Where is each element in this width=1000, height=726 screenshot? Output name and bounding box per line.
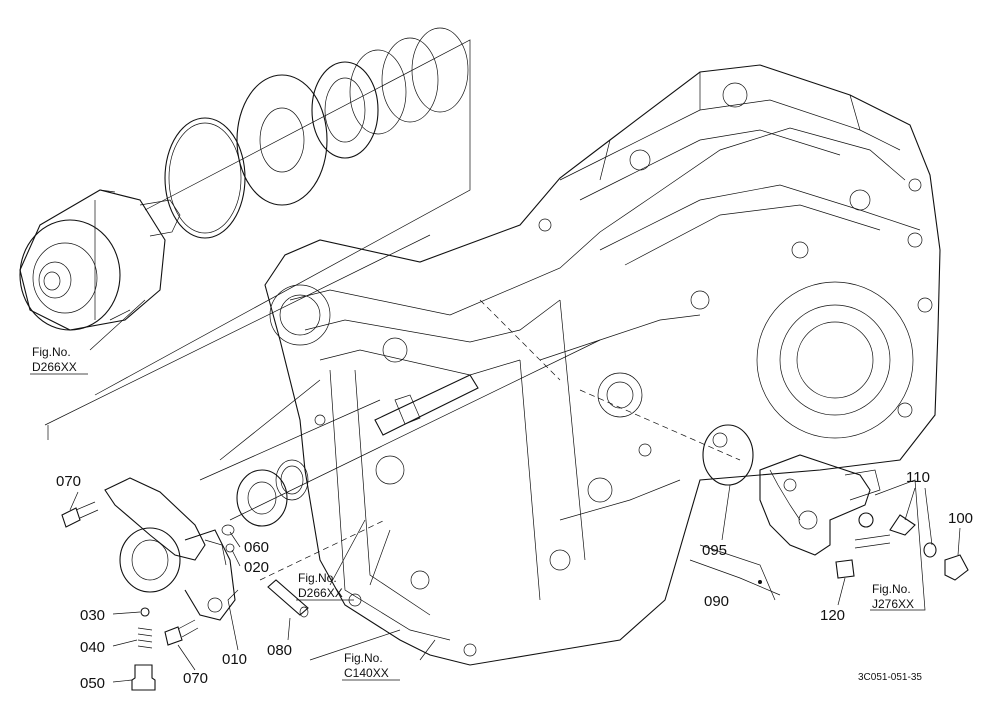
part-010[interactable]: 010 [222,651,247,668]
part-100[interactable]: 100 [948,510,973,527]
part-callouts: 070 060 020 030 040 050 070 010 080 095 … [56,469,973,692]
alignment-lines [44,39,926,661]
valve-assembly [702,424,969,584]
svg-text:Fig.No.: Fig.No. [344,651,383,665]
part-040[interactable]: 040 [80,639,105,656]
part-095[interactable]: 095 [702,542,727,559]
diagram-code: 3C051-051-35 [858,672,922,683]
svg-text:Fig.No.: Fig.No. [298,571,337,585]
svg-text:D266XX: D266XX [298,586,343,600]
part-120[interactable]: 120 [820,607,845,624]
svg-text:D266XX: D266XX [32,360,77,374]
part-110[interactable]: 110 [906,469,930,486]
clutch-assembly [19,27,469,331]
part-070-top[interactable]: 070 [56,473,81,490]
figure-reference-clutch[interactable]: Fig.No. D266XX [30,345,88,375]
figure-reference-valve[interactable]: Fig.No. J276XX [872,582,914,611]
part-020[interactable]: 020 [244,559,269,576]
figure-reference-case[interactable]: Fig.No. C140XX [342,651,400,681]
svg-text:C140XX: C140XX [344,666,389,680]
part-090[interactable]: 090 [704,593,729,610]
shift-arm-assembly [61,477,309,691]
figure-reference-shaft[interactable]: Fig.No. D266XX [296,571,354,601]
svg-text:Fig.No.: Fig.No. [872,582,911,596]
part-050[interactable]: 050 [80,675,105,692]
part-070-bottom[interactable]: 070 [183,670,208,687]
transmission-case [264,64,941,666]
shaft-assembly [236,374,479,527]
svg-text:J276XX: J276XX [872,597,914,611]
part-060[interactable]: 060 [244,539,269,556]
svg-text:Fig.No.: Fig.No. [32,345,71,359]
part-030[interactable]: 030 [80,607,105,624]
part-080[interactable]: 080 [267,642,292,659]
